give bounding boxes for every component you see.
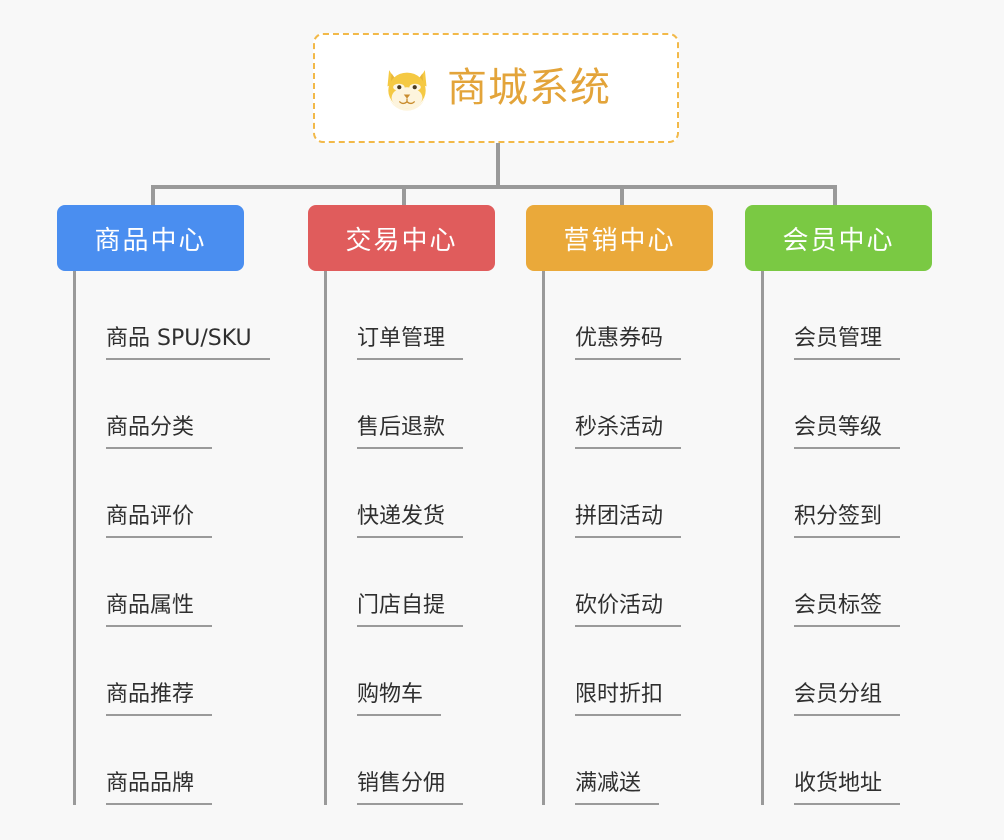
connector-drop-4 bbox=[833, 185, 837, 209]
branch-product-center: 商品中心 商品 SPU/SKU 商品分类 商品评价 商品属性 商品推荐 商品品牌 bbox=[57, 205, 270, 805]
list-item[interactable]: 售后退款 bbox=[327, 360, 495, 449]
list-item[interactable]: 购物车 bbox=[327, 627, 495, 716]
connector-horizontal-bus bbox=[151, 185, 837, 189]
list-item-label: 商品 SPU/SKU bbox=[106, 326, 270, 360]
list-item-label: 会员分组 bbox=[794, 682, 901, 716]
branch-marketing-center: 营销中心 优惠券码 秒杀活动 拼团活动 砍价活动 限时折扣 满减送 bbox=[526, 205, 713, 805]
root-node-shop-system[interactable]: 商城系统 bbox=[313, 33, 679, 143]
list-item[interactable]: 会员管理 bbox=[764, 271, 932, 360]
branch-member-center: 会员中心 会员管理 会员等级 积分签到 会员标签 会员分组 收货地址 bbox=[745, 205, 932, 805]
list-item[interactable]: 限时折扣 bbox=[545, 627, 713, 716]
list-item[interactable]: 销售分佣 bbox=[327, 716, 495, 805]
branch-list-trade-center: 订单管理 售后退款 快递发货 门店自提 购物车 销售分佣 bbox=[324, 271, 495, 805]
list-item-label: 积分签到 bbox=[794, 504, 901, 538]
connector-drop-3 bbox=[620, 185, 624, 209]
branch-header-product-center[interactable]: 商品中心 bbox=[57, 205, 244, 271]
list-item[interactable]: 商品分类 bbox=[76, 360, 270, 449]
list-item[interactable]: 优惠券码 bbox=[545, 271, 713, 360]
list-item[interactable]: 订单管理 bbox=[327, 271, 495, 360]
list-item[interactable]: 收货地址 bbox=[764, 716, 932, 805]
list-item[interactable]: 会员分组 bbox=[764, 627, 932, 716]
list-item-label: 会员等级 bbox=[794, 415, 901, 449]
list-item-label: 优惠券码 bbox=[575, 326, 682, 360]
list-item[interactable]: 快递发货 bbox=[327, 449, 495, 538]
list-item-label: 商品品牌 bbox=[106, 771, 213, 805]
list-item[interactable]: 商品品牌 bbox=[76, 716, 270, 805]
list-item-label: 售后退款 bbox=[357, 415, 464, 449]
list-item-label: 限时折扣 bbox=[575, 682, 682, 716]
list-item-label: 订单管理 bbox=[357, 326, 464, 360]
list-item-label: 拼团活动 bbox=[575, 504, 682, 538]
list-item[interactable]: 秒杀活动 bbox=[545, 360, 713, 449]
branch-list-marketing-center: 优惠券码 秒杀活动 拼团活动 砍价活动 限时折扣 满减送 bbox=[542, 271, 713, 805]
list-item-label: 满减送 bbox=[575, 771, 660, 805]
branch-header-member-center[interactable]: 会员中心 bbox=[745, 205, 932, 271]
list-item[interactable]: 商品 SPU/SKU bbox=[76, 271, 270, 360]
branch-header-marketing-center[interactable]: 营销中心 bbox=[526, 205, 713, 271]
list-item-label: 会员标签 bbox=[794, 593, 901, 627]
branch-header-trade-center[interactable]: 交易中心 bbox=[308, 205, 495, 271]
list-item[interactable]: 商品评价 bbox=[76, 449, 270, 538]
list-item[interactable]: 满减送 bbox=[545, 716, 713, 805]
list-item[interactable]: 商品推荐 bbox=[76, 627, 270, 716]
list-item[interactable]: 砍价活动 bbox=[545, 538, 713, 627]
branch-trade-center: 交易中心 订单管理 售后退款 快递发货 门店自提 购物车 销售分佣 bbox=[308, 205, 495, 805]
list-item-label: 商品推荐 bbox=[106, 682, 213, 716]
list-item-label: 会员管理 bbox=[794, 326, 901, 360]
connector-drop-1 bbox=[151, 185, 155, 209]
branch-list-member-center: 会员管理 会员等级 积分签到 会员标签 会员分组 收货地址 bbox=[761, 271, 932, 805]
shiba-dog-face-icon bbox=[381, 62, 433, 114]
list-item-label: 快递发货 bbox=[357, 504, 464, 538]
list-item[interactable]: 积分签到 bbox=[764, 449, 932, 538]
list-item[interactable]: 商品属性 bbox=[76, 538, 270, 627]
list-item[interactable]: 会员标签 bbox=[764, 538, 932, 627]
list-item[interactable]: 会员等级 bbox=[764, 360, 932, 449]
root-node-title: 商城系统 bbox=[447, 65, 611, 111]
list-item[interactable]: 拼团活动 bbox=[545, 449, 713, 538]
list-item-label: 购物车 bbox=[357, 682, 442, 716]
list-item-label: 砍价活动 bbox=[575, 593, 682, 627]
list-item-label: 门店自提 bbox=[357, 593, 464, 627]
list-item-label: 商品分类 bbox=[106, 415, 213, 449]
list-item-label: 销售分佣 bbox=[357, 771, 464, 805]
connector-root-stem bbox=[496, 143, 500, 187]
branch-list-product-center: 商品 SPU/SKU 商品分类 商品评价 商品属性 商品推荐 商品品牌 bbox=[73, 271, 270, 805]
list-item-label: 收货地址 bbox=[794, 771, 901, 805]
list-item[interactable]: 门店自提 bbox=[327, 538, 495, 627]
list-item-label: 商品属性 bbox=[106, 593, 213, 627]
list-item-label: 商品评价 bbox=[106, 504, 213, 538]
connector-drop-2 bbox=[402, 185, 406, 209]
list-item-label: 秒杀活动 bbox=[575, 415, 682, 449]
